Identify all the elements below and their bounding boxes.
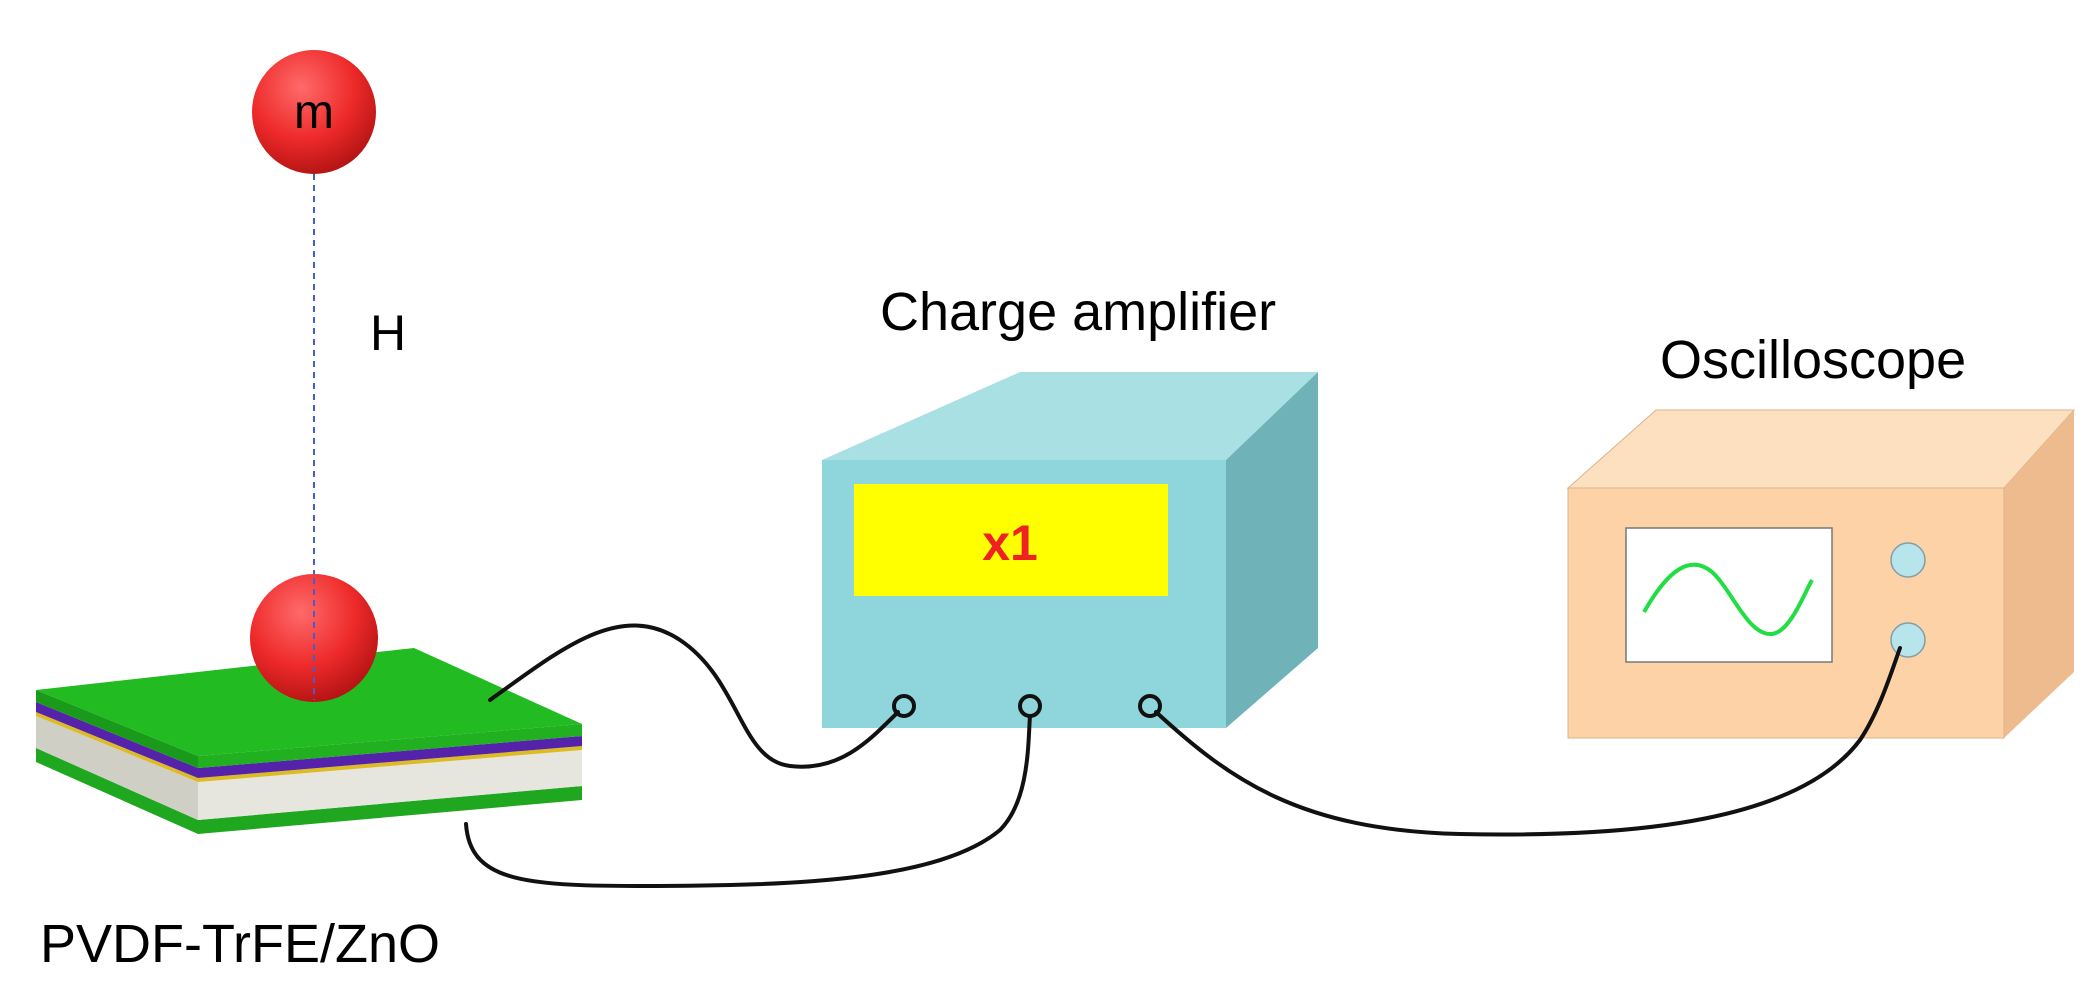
oscilloscope — [1566, 409, 2076, 739]
charge-amplifier: x1 — [822, 372, 1318, 728]
amplifier-top — [822, 372, 1318, 460]
cable-amp-to-oscilloscope — [1154, 646, 1902, 837]
piezo-layer — [36, 702, 582, 778]
cable-bottom-electrode-to-amp — [464, 714, 1032, 889]
cable-top-electrode-to-amp — [488, 623, 900, 769]
substrate-layer-side — [198, 750, 582, 820]
sample-stack — [36, 648, 582, 834]
height-label: H — [370, 305, 406, 361]
top-electrode-surface — [36, 648, 582, 756]
amplifier-input-port-1[interactable] — [892, 694, 916, 718]
bottom-electrode-layer — [36, 748, 582, 834]
oscilloscope-knob-1[interactable] — [1890, 542, 1926, 578]
substrate-layer-front — [36, 716, 198, 820]
falling-mass: m — [252, 50, 376, 174]
oscilloscope-input-port[interactable] — [1890, 622, 1926, 658]
amplifier-output-port[interactable] — [1138, 694, 1162, 718]
cables — [464, 623, 1902, 889]
oscilloscope-side — [2004, 410, 2074, 738]
top-electrode-front — [36, 690, 198, 768]
sample-label: PVDF-TrFE/ZnO — [40, 914, 440, 974]
amplifier-side — [1226, 372, 1318, 728]
amplifier-display — [854, 484, 1168, 596]
amplifier-display-text: x1 — [982, 515, 1038, 571]
oscilloscope-wave-icon — [1642, 562, 1814, 636]
amplifier-label: Charge amplifier — [880, 282, 1276, 342]
ball-top-icon — [252, 50, 376, 174]
oscilloscope-label: Oscilloscope — [1660, 330, 1966, 390]
top-electrode-side — [198, 724, 582, 768]
oscilloscope-top — [1566, 409, 2076, 489]
mass-label: m — [294, 86, 334, 139]
